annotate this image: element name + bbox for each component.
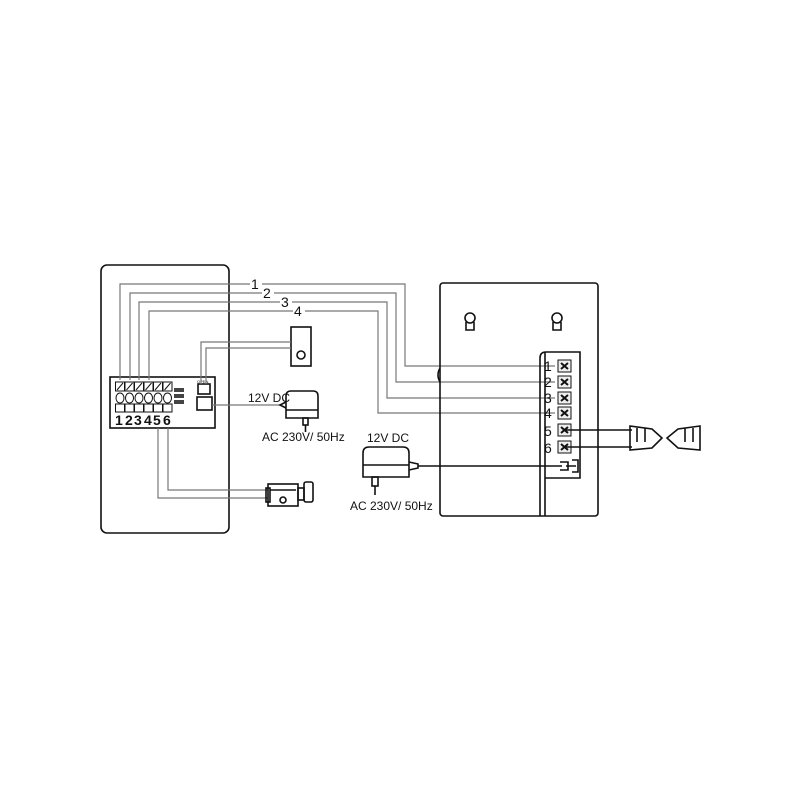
- outdoor-terminal-label: 2: [125, 412, 133, 428]
- wire-3: [138, 301, 280, 380]
- indoor-monitor: [439, 282, 599, 517]
- open-connector: [197, 383, 211, 395]
- outdoor-terminal-label: 5: [153, 412, 161, 428]
- adapter-output-label: 12V DC: [248, 391, 290, 405]
- adapter-input-label: AC 230V/ 50Hz: [262, 430, 345, 444]
- exit-button-icon: [296, 350, 306, 360]
- wire-label: 4: [294, 303, 302, 319]
- screw-terminal: [557, 440, 572, 454]
- indoor-terminal-label: 2: [544, 374, 552, 390]
- outdoor-panel: [100, 264, 230, 534]
- wire-2: [274, 292, 555, 383]
- lock-wire: [167, 428, 268, 491]
- wire-label: 1: [251, 276, 259, 292]
- screw-terminal: [557, 391, 572, 405]
- monitor-side-bump: [437, 367, 441, 383]
- speaker-icon: [665, 425, 701, 451]
- indoor-terminal-label: 4: [544, 405, 552, 421]
- keyhole-icon: [464, 312, 476, 331]
- electric-lock-icon: [265, 481, 314, 507]
- power-adapter-icon: [278, 390, 319, 432]
- wire-2: [129, 292, 262, 380]
- indoor-terminal-strip: [539, 351, 581, 516]
- wire-4: [148, 310, 293, 380]
- screw-terminal: [557, 359, 572, 373]
- indoor-terminal-block: [557, 359, 572, 454]
- adapter-output-label: 12V DC: [367, 431, 409, 445]
- wire-1: [262, 283, 555, 367]
- wire-4: [305, 310, 555, 414]
- adapter-input-label: AC 230V/ 50Hz: [350, 499, 433, 513]
- screw-terminal: [557, 406, 572, 420]
- jumper-pins: [174, 388, 184, 404]
- dc-jack-icon: [560, 459, 579, 473]
- exit-button-device: [290, 326, 312, 367]
- outdoor-terminal-label: 3: [134, 412, 142, 428]
- wire-label: 2: [263, 285, 271, 301]
- screw-terminal: [143, 381, 154, 413]
- wire-1: [119, 283, 250, 380]
- outdoor-terminal-label: 1: [115, 412, 123, 428]
- power-connector: [196, 396, 213, 411]
- lock-wire: [157, 428, 268, 499]
- open-label: OPEN: [197, 379, 208, 384]
- outdoor-terminal-label: 6: [163, 412, 171, 428]
- indoor-terminal-label: 3: [544, 390, 552, 406]
- keyhole-icon: [551, 312, 563, 331]
- wire-3: [292, 301, 555, 399]
- exit-button-wire: [205, 347, 291, 384]
- power-adapter-icon: [362, 446, 419, 495]
- speaker-icon: [629, 425, 664, 451]
- screw-terminal: [115, 381, 125, 413]
- indoor-terminal-label: 1: [544, 358, 552, 374]
- screw-terminal: [162, 381, 173, 413]
- screw-terminal: [124, 381, 135, 413]
- outdoor-terminal-block: [115, 381, 173, 413]
- exit-button-wire: [200, 341, 291, 384]
- indoor-terminal-label: 6: [544, 440, 552, 456]
- screw-terminal: [134, 381, 144, 413]
- outdoor-terminal-board: [109, 376, 216, 429]
- screw-terminal: [153, 381, 163, 413]
- wire-label: 3: [281, 294, 289, 310]
- outdoor-terminal-label: 4: [144, 412, 152, 428]
- screw-terminal: [557, 375, 572, 389]
- indoor-terminal-label: 5: [544, 423, 552, 439]
